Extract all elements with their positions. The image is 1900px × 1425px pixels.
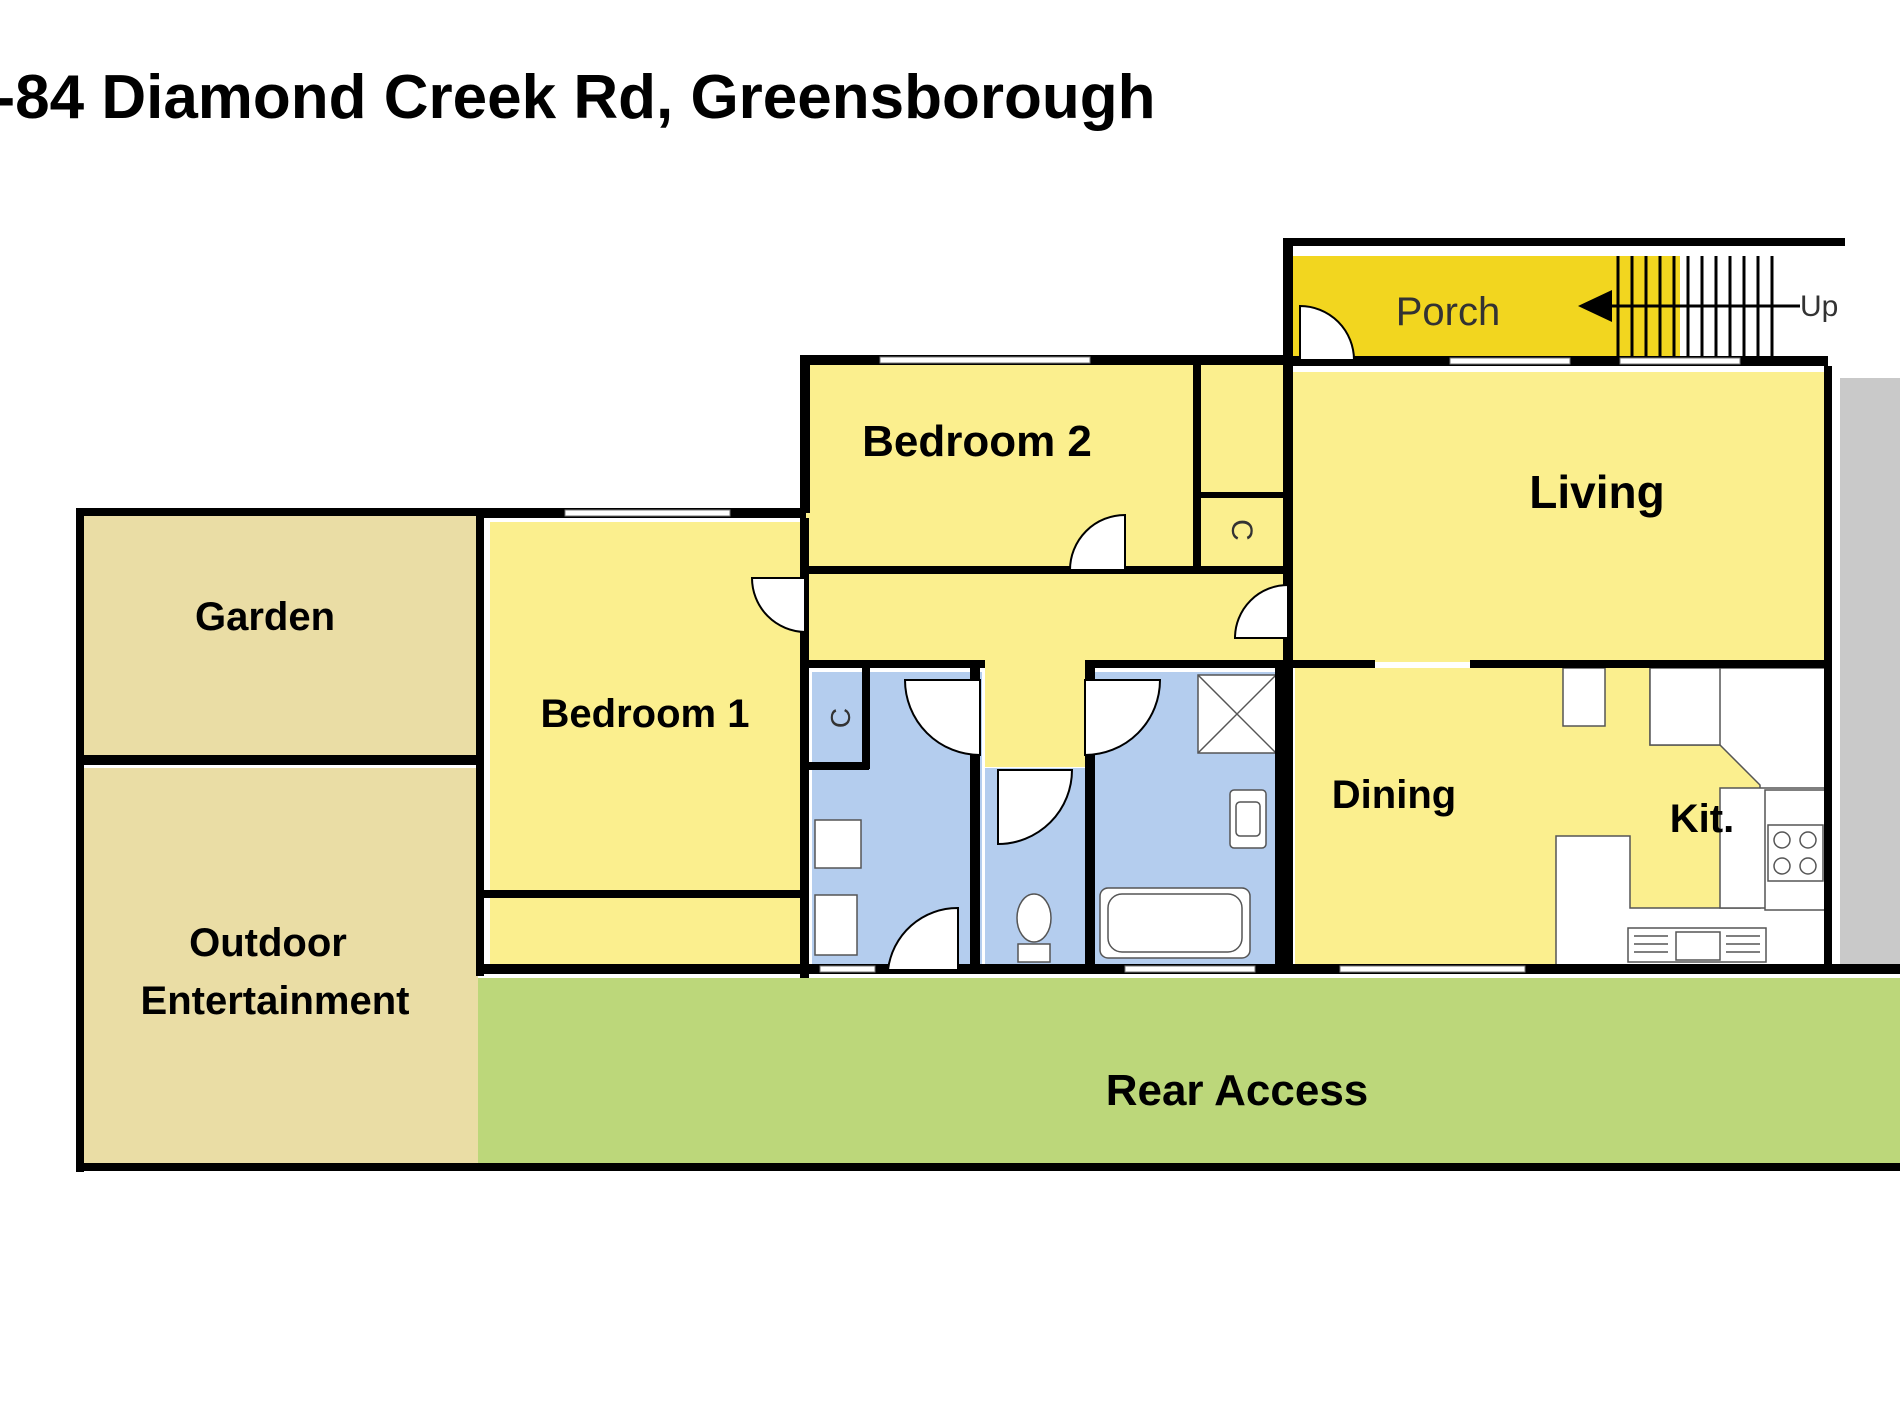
bathroom-fixtures <box>814 674 1277 963</box>
bathroom-door <box>1084 679 1162 757</box>
stairs-arrow <box>1578 290 1612 322</box>
porch-area <box>1293 256 1680 360</box>
outdoor-entertainment-area <box>80 768 478 1165</box>
kitchen-label: Kit. <box>1670 797 1734 841</box>
living-hall-door <box>1233 583 1289 639</box>
porch-label: Porch <box>1396 290 1501 334</box>
dining-label: Dining <box>1332 773 1456 817</box>
windows <box>564 356 1741 973</box>
bedroom1-door <box>750 577 806 634</box>
neighbour-strip <box>1840 378 1900 968</box>
bedroom2-door <box>1068 513 1126 571</box>
doors <box>750 304 1356 971</box>
outdoor-label-line1: Outdoor <box>189 921 347 965</box>
plan-title: 2-84 Diamond Creek Rd, Greensborough <box>0 63 1155 132</box>
toilet-door <box>997 769 1074 846</box>
washing-machine <box>814 894 858 956</box>
stairs <box>1590 256 1800 358</box>
stairs-up-label: Up <box>1800 290 1838 323</box>
living-label: Living <box>1529 466 1664 518</box>
porch-door <box>1299 304 1356 361</box>
rear-access-area <box>478 978 1900 1165</box>
kitchen-cabinetry <box>1555 667 1829 969</box>
laundry-ext-door <box>886 906 959 971</box>
hallway <box>805 570 1285 665</box>
toilet-bowl <box>1016 893 1052 943</box>
garden-label: Garden <box>195 595 335 639</box>
laundry-tub <box>814 819 862 869</box>
garden-area <box>80 512 478 755</box>
toilet-cistern <box>1017 943 1051 963</box>
hallway-spur <box>985 665 1085 767</box>
cupboard-label-bedroom2: C <box>1225 519 1258 541</box>
bedroom2-label: Bedroom 2 <box>862 417 1092 466</box>
bedroom1-label: Bedroom 1 <box>541 692 750 736</box>
rear-access-label: Rear Access <box>1106 1066 1369 1115</box>
cupboard-label-bedroom1: C <box>825 708 856 728</box>
outdoor-label-line2: Entertainment <box>141 979 410 1023</box>
bedroom-2-room <box>805 365 1283 570</box>
laundry-door <box>903 679 981 757</box>
living-room <box>1287 372 1828 662</box>
